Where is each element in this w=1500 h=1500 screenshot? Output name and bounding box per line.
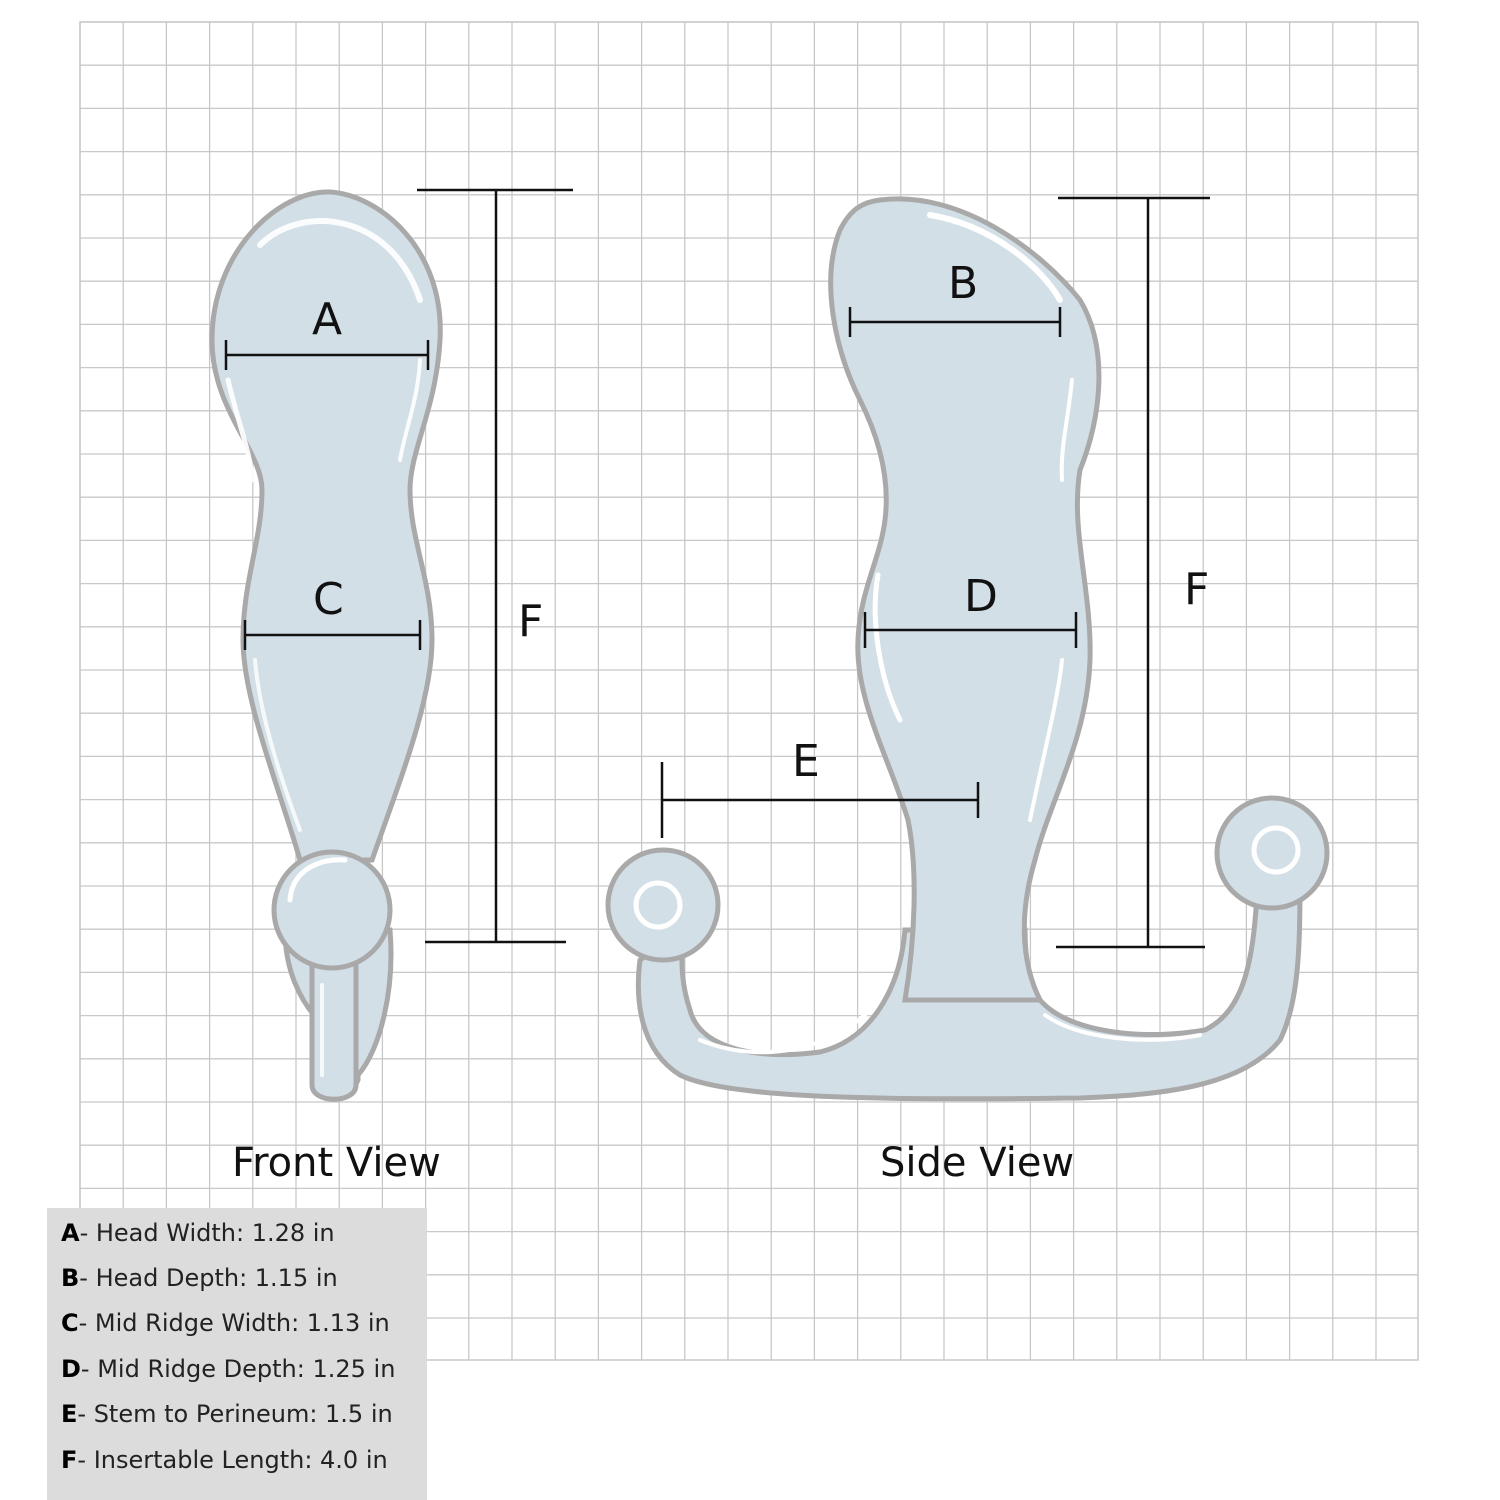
legend-key: B <box>61 1264 80 1293</box>
side-right-ball-inner <box>1251 825 1301 875</box>
side-view-caption: Side View <box>880 1140 1075 1186</box>
legend-text: - Head Width: 1.28 in <box>79 1218 335 1247</box>
side-mid-highlight <box>872 572 903 723</box>
legend-key: C <box>61 1309 79 1338</box>
front-view-caption: Front View <box>232 1140 441 1186</box>
front-head-highlight <box>257 218 423 303</box>
legend-key: E <box>61 1400 78 1429</box>
dimension-d-label: D <box>964 571 998 622</box>
side-left-ball-inner <box>633 880 683 930</box>
dimension-f-side-line <box>1056 196 1210 949</box>
legend-item-b: B - Head Depth: 1.15 in <box>47 1255 427 1300</box>
front-ball-highlight <box>287 857 348 903</box>
side-back-highlight <box>1028 658 1064 822</box>
dimension-e-line <box>660 762 980 838</box>
side-right-arm-highlight <box>1043 1013 1202 1042</box>
legend-key: A <box>61 1218 80 1247</box>
front-view-drawing <box>209 189 443 1102</box>
legend-key: D <box>61 1354 81 1383</box>
dimension-lines <box>224 188 1210 949</box>
side-right-ball <box>1214 795 1330 911</box>
legend-item-d: D - Mid Ridge Depth: 1.25 in <box>47 1346 427 1391</box>
front-ball <box>271 849 393 971</box>
dimension-f-front-line <box>417 188 573 944</box>
dimension-f-side-label: F <box>1184 564 1210 615</box>
dimension-e-label: E <box>792 736 820 787</box>
front-right-highlight <box>398 358 422 462</box>
legend-item-f: F - Insertable Length: 4.0 in <box>47 1437 427 1482</box>
legend-item-a: A - Head Width: 1.28 in <box>47 1210 427 1255</box>
dimensions-legend: A - Head Width: 1.28 in B - Head Depth: … <box>47 1208 427 1500</box>
side-right-highlight <box>1059 378 1074 482</box>
legend-item-c: C - Mid Ridge Width: 1.13 in <box>47 1301 427 1346</box>
side-left-ball <box>605 847 721 963</box>
legend-text: - Insertable Length: 4.0 in <box>77 1445 388 1474</box>
legend-text: - Mid Ridge Depth: 1.25 in <box>80 1354 396 1383</box>
legend-item-e: E - Stem to Perineum: 1.5 in <box>47 1392 427 1437</box>
legend-text: - Head Depth: 1.15 in <box>79 1264 338 1293</box>
legend-text: - Mid Ridge Width: 1.13 in <box>78 1309 390 1338</box>
dimension-b-label: B <box>948 258 979 309</box>
legend-text: - Stem to Perineum: 1.5 in <box>77 1400 393 1429</box>
side-left-arm-highlight <box>698 1008 872 1055</box>
legend-key: F <box>61 1445 78 1474</box>
front-lower-highlight <box>253 658 302 832</box>
dimension-f-front-label: F <box>518 596 544 647</box>
side-head-highlight <box>927 212 1063 303</box>
dimension-a-line <box>224 340 430 370</box>
dimension-b-line <box>848 307 1062 337</box>
side-view-drawing <box>605 196 1330 1102</box>
dimension-a-label: A <box>312 294 343 345</box>
front-body <box>209 189 443 863</box>
front-side-highlight <box>225 377 255 483</box>
side-body <box>828 196 1102 1003</box>
dimension-c-line <box>243 620 422 650</box>
grid-border <box>79 21 1419 1361</box>
dimension-d-line <box>863 612 1078 648</box>
dimension-c-label: C <box>313 574 344 625</box>
